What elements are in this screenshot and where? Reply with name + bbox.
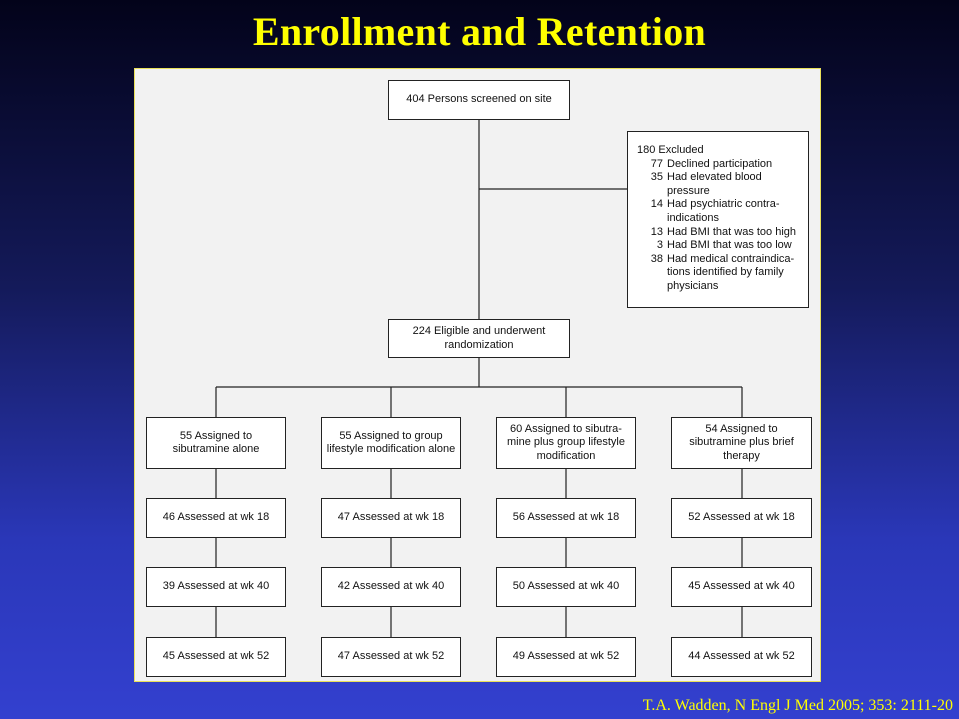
wk18-box: 47 Assessed at wk 18 xyxy=(321,498,461,538)
group-assigned-label: 60 Assigned to sibutra-mine plus group l… xyxy=(506,422,625,462)
excluded-reason: Had BMI that was too high xyxy=(667,225,797,238)
excluded-count: 35 xyxy=(650,171,663,184)
excluded-box: 180 Excluded 77 Declined participation 35… xyxy=(627,131,809,308)
wk18-label: 46 Assessed at wk 18 xyxy=(162,511,270,524)
wk52-label: 45 Assessed at wk 52 xyxy=(162,650,270,663)
wk52-box: 44 Assessed at wk 52 xyxy=(671,637,812,677)
excluded-count: 14 xyxy=(650,198,663,211)
randomized-box: 224 Eligible and underwent randomization xyxy=(388,319,570,358)
wk52-box: 49 Assessed at wk 52 xyxy=(496,637,636,677)
wk18-box: 56 Assessed at wk 18 xyxy=(496,498,636,538)
wk52-label: 47 Assessed at wk 52 xyxy=(337,650,445,663)
flowchart-panel: 404 Persons screened on site 180 Exclude… xyxy=(134,68,821,682)
group-assigned-label: 55 Assigned to sibutramine alone xyxy=(172,429,260,456)
group-assigned-label: 54 Assigned to sibutramine plus brief th… xyxy=(689,422,794,462)
excluded-count: 13 xyxy=(650,225,663,238)
group-assigned-label: 55 Assigned to group lifestyle modificat… xyxy=(326,429,456,456)
wk40-box: 39 Assessed at wk 40 xyxy=(146,567,286,607)
excluded-count: 38 xyxy=(650,252,663,265)
group-assigned-box: 54 Assigned to sibutramine plus brief th… xyxy=(671,417,812,469)
wk40-box: 50 Assessed at wk 40 xyxy=(496,567,636,607)
excluded-item: 38 Had medical contraindica- tions identi… xyxy=(637,253,802,294)
excluded-count: 3 xyxy=(656,239,663,252)
screened-box: 404 Persons screened on site xyxy=(388,80,570,120)
wk18-box: 52 Assessed at wk 18 xyxy=(671,498,812,538)
wk18-label: 52 Assessed at wk 18 xyxy=(688,511,795,524)
wk40-label: 45 Assessed at wk 40 xyxy=(688,580,795,593)
wk18-box: 46 Assessed at wk 18 xyxy=(146,498,286,538)
wk40-box: 42 Assessed at wk 40 xyxy=(321,567,461,607)
wk18-label: 47 Assessed at wk 18 xyxy=(337,511,445,524)
group-assigned-box: 55 Assigned to group lifestyle modificat… xyxy=(321,417,461,469)
wk52-box: 45 Assessed at wk 52 xyxy=(146,637,286,677)
excluded-item: 3 Had BMI that was too low xyxy=(637,239,802,253)
wk40-label: 42 Assessed at wk 40 xyxy=(337,580,445,593)
wk40-box: 45 Assessed at wk 40 xyxy=(671,567,812,607)
randomized-label: 224 Eligible and underwent randomization xyxy=(412,325,546,351)
excluded-item: 13 Had BMI that was too high xyxy=(637,226,802,240)
excluded-reason: Had medical contraindica- tions identifi… xyxy=(667,252,795,292)
citation: T.A. Wadden, N Engl J Med 2005; 353: 211… xyxy=(642,697,953,714)
wk52-box: 47 Assessed at wk 52 xyxy=(321,637,461,677)
excluded-item: 14 Had psychiatric contra- indications xyxy=(637,198,802,225)
wk18-label: 56 Assessed at wk 18 xyxy=(512,511,620,524)
slide-title: Enrollment and Retention xyxy=(252,9,707,54)
wk52-label: 49 Assessed at wk 52 xyxy=(512,650,620,663)
excluded-reason: Had psychiatric contra- indications xyxy=(667,198,780,224)
excluded-item: 77 Declined participation xyxy=(637,158,802,172)
screened-label: 404 Persons screened on site xyxy=(406,93,552,106)
excluded-heading: 180 Excluded xyxy=(637,144,704,156)
group-assigned-box: 55 Assigned to sibutramine alone xyxy=(146,417,286,469)
excluded-reason: Had BMI that was too low xyxy=(667,239,792,252)
excluded-reason: Declined participation xyxy=(667,157,773,170)
wk52-label: 44 Assessed at wk 52 xyxy=(688,650,795,663)
excluded-count: 77 xyxy=(650,157,663,170)
wk40-label: 50 Assessed at wk 40 xyxy=(512,580,620,593)
excluded-reason: Had elevated blood pressure xyxy=(667,171,762,197)
wk40-label: 39 Assessed at wk 40 xyxy=(162,580,270,593)
group-assigned-box: 60 Assigned to sibutra-mine plus group l… xyxy=(496,417,636,469)
excluded-item: 35 Had elevated blood pressure xyxy=(637,171,802,198)
